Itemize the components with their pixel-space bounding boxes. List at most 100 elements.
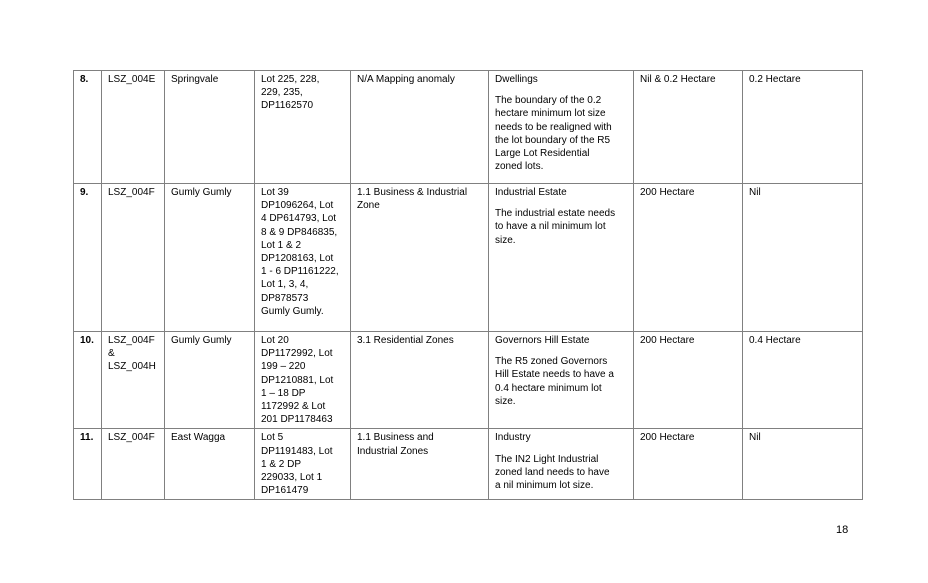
lot-line: Lot 39 xyxy=(261,187,289,198)
current-lot-size-cell: 200 Hectare xyxy=(633,183,743,332)
description-line: the lot boundary of the R5 xyxy=(495,134,611,146)
table-body: 8. LSZ_004E Springvale Lot 225, 228, 229, 23… xyxy=(73,70,863,501)
current-lot-size-cell: 200 Hectare xyxy=(633,330,743,430)
lot-line: 8 & 9 DP846835, xyxy=(261,226,338,238)
description-line: needs to be realigned with xyxy=(495,121,612,133)
proposed-lot-size-cell: 0.2 Hectare xyxy=(742,70,863,184)
description-line: to have a nil minimum lot xyxy=(495,221,606,233)
proposed-lot-size-cell: Nil xyxy=(742,183,863,332)
paragraph-gap xyxy=(495,199,629,207)
description-title: Governors Hill Estate xyxy=(495,335,590,346)
description-line: The R5 zoned Governors xyxy=(495,356,608,368)
description-line: The boundary of the 0.2 xyxy=(495,95,602,107)
map-sheet-code: LSZ_004F xyxy=(108,187,155,198)
description-line: a nil minimum lot size. xyxy=(495,480,594,492)
paragraph-gap xyxy=(495,86,629,94)
table-row: 9. LSZ_004F Gumly Gumly Lot 39 DP1096264, Lo… xyxy=(73,183,863,332)
locality-cell: Springvale xyxy=(164,70,255,184)
paragraph-gap xyxy=(495,347,629,355)
lots-cell: Lot 225, 228, 229, 235,DP1162570 xyxy=(254,70,351,184)
description-title: Industrial Estate xyxy=(495,187,567,198)
table-row: 10. LSZ_004F &LSZ_004H Gumly Gumly Lot 20 DP1… xyxy=(73,330,863,430)
reason-line: 1.1 Business & Industrial xyxy=(357,187,468,198)
lot-line: DP1208163, Lot xyxy=(261,253,334,265)
locality-cell: Gumly Gumly xyxy=(164,183,255,332)
description-line: Hill Estate needs to have a xyxy=(495,369,614,381)
row-number: 11. xyxy=(73,428,102,501)
lot-line: Lot 5 xyxy=(261,432,284,444)
description-title: Industry xyxy=(495,432,531,444)
reason-line: 1.1 Business and xyxy=(357,432,434,444)
map-sheet-code: LSZ_004F xyxy=(108,432,155,444)
row-number: 8. xyxy=(73,70,102,184)
lot-line: 1 – 18 DP xyxy=(261,387,306,399)
row-number: 9. xyxy=(73,183,102,332)
reason-line: Zone xyxy=(357,200,380,212)
proposed-lot-size-cell: Nil xyxy=(742,428,863,501)
current-lot-size-cell: 200 Hectare xyxy=(633,428,743,501)
map-sheet-code: LSZ_004E xyxy=(108,74,156,85)
lot-line: 199 – 220 xyxy=(261,361,306,373)
description-line: 0.4 hectare minimum lot xyxy=(495,382,602,394)
lot-line: DP1096264, Lot xyxy=(261,200,334,212)
lot-line: DP1172992, Lot xyxy=(261,348,333,360)
lot-line: 1172992 & Lot xyxy=(261,401,326,413)
reason-line: N/A Mapping anomaly xyxy=(357,74,455,85)
description-line: size. xyxy=(495,234,516,246)
map-sheet-code: & xyxy=(108,348,115,360)
description-line: zoned lots. xyxy=(495,161,544,173)
description-line: Large Lot Residential xyxy=(495,148,590,160)
lot-line: 4 DP614793, Lot xyxy=(261,213,337,225)
lot-line: Lot 1 & 2 xyxy=(261,239,302,251)
description-line: The industrial estate needs xyxy=(495,208,616,220)
lot-line: 1 & 2 DP xyxy=(261,458,302,470)
map-sheet-cell: LSZ_004F &LSZ_004H xyxy=(101,330,165,430)
lot-line: DP161479 xyxy=(261,485,309,497)
description-line: The IN2 Light Industrial xyxy=(495,453,599,465)
lot-line: 229, 235, xyxy=(261,87,303,99)
description-line: size. xyxy=(495,395,516,407)
reason-line: Industrial Zones xyxy=(357,445,429,457)
current-lot-size-cell: Nil & 0.2 Hectare xyxy=(633,70,743,184)
lot-line: DP878573 xyxy=(261,292,309,304)
map-sheet-code: LSZ_004F xyxy=(108,335,155,346)
lot-line: Lot 225, 228, xyxy=(261,74,320,85)
amendments-table: 8. LSZ_004E Springvale Lot 225, 228, 229, 23… xyxy=(73,70,863,501)
lot-line: DP1191483, Lot xyxy=(261,445,333,457)
table-row: 8. LSZ_004E Springvale Lot 225, 228, 229, 23… xyxy=(73,70,863,184)
map-sheet-cell: LSZ_004E xyxy=(101,70,165,184)
map-sheet-code: LSZ_004H xyxy=(108,361,156,373)
page-number: 18 xyxy=(836,524,849,536)
map-sheet-cell: LSZ_004F xyxy=(101,183,165,332)
lot-line: DP1162570 xyxy=(261,100,314,112)
lot-line: Lot 20 xyxy=(261,335,289,346)
lot-line: Gumly Gumly. xyxy=(261,305,324,317)
paragraph-gap xyxy=(495,445,629,453)
proposed-lot-size-cell: 0.4 Hectare xyxy=(742,330,863,430)
reason-line: 3.1 Residential Zones xyxy=(357,335,454,346)
lot-line: 1 - 6 DP1161222, xyxy=(261,266,339,278)
map-sheet-cell: LSZ_004F xyxy=(101,428,165,501)
locality-cell: Gumly Gumly xyxy=(164,330,255,430)
locality-cell: East Wagga xyxy=(164,428,255,501)
description-line: hectare minimum lot size xyxy=(495,108,606,120)
row-number: 10. xyxy=(73,330,102,430)
lot-line: Lot 1, 3, 4, xyxy=(261,279,309,291)
lot-line: 201 DP1178463 xyxy=(261,414,333,426)
reason-cell: N/A Mapping anomaly xyxy=(350,70,489,184)
description-title: Dwellings xyxy=(495,74,538,85)
reason-cell: 3.1 Residential Zones xyxy=(350,330,489,430)
lot-line: 229033, Lot 1 xyxy=(261,472,323,484)
lot-line: DP1210881, Lot xyxy=(261,374,334,386)
description-line: zoned land needs to have xyxy=(495,466,610,478)
